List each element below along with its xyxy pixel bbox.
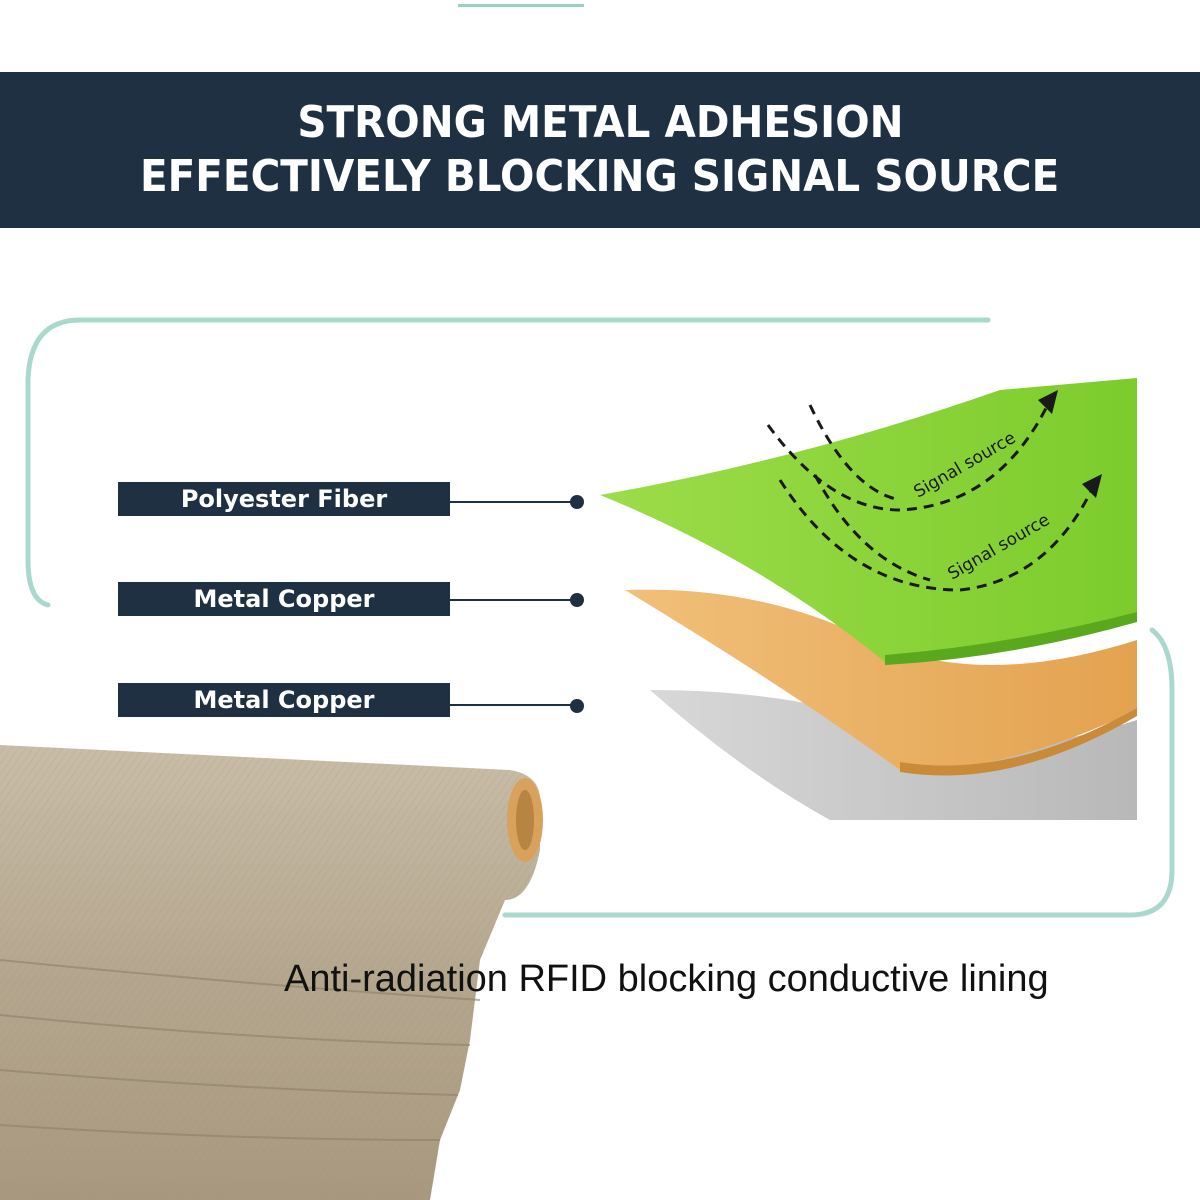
signal-arrows	[766, 399, 1097, 592]
top-accent-line	[458, 4, 584, 7]
headline-line-2: EFFECTIVELY BLOCKING SIGNAL SOURCE	[140, 151, 1060, 202]
fabric-roll	[0, 745, 543, 1200]
label-connector-3	[450, 699, 584, 713]
diagram-frame	[25, 317, 1175, 918]
layer-label-copper-2: Metal Copper	[118, 683, 450, 717]
copper-layer	[625, 589, 1137, 771]
label-connector-1	[450, 495, 584, 509]
headline-line-1: STRONG METAL ADHESION	[296, 97, 904, 148]
label-connector-2	[450, 593, 584, 607]
polyester-layer-edge	[885, 612, 1137, 665]
layer-label-polyester: Polyester Fiber	[118, 482, 450, 516]
header-banner: STRONG METAL ADHESION EFFECTIVELY BLOCKI…	[0, 72, 1200, 228]
layer-label-copper-1: Metal Copper	[118, 582, 450, 616]
product-caption: Anti-radiation RFID blocking conductive …	[284, 958, 1049, 1000]
polyester-layer	[600, 378, 1137, 662]
arrow-head-icon	[1038, 390, 1102, 498]
copper-layer-edge	[900, 708, 1137, 776]
